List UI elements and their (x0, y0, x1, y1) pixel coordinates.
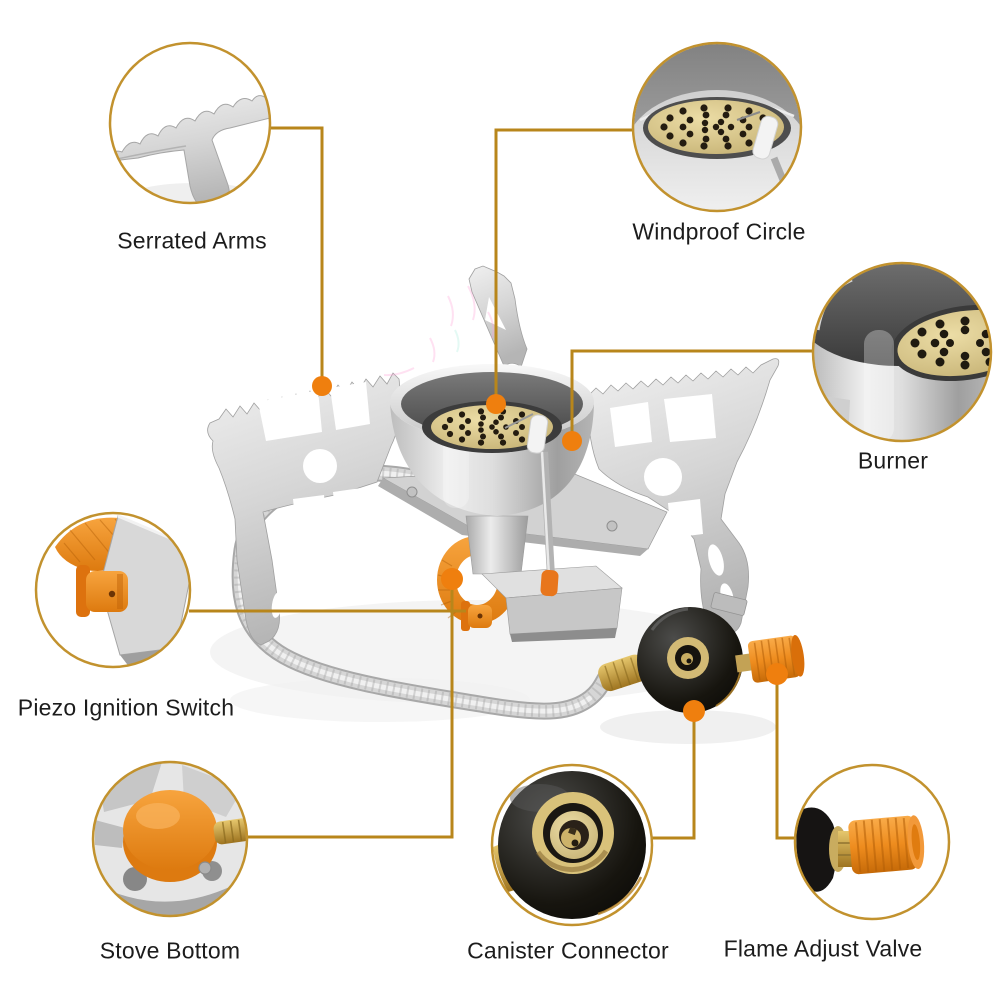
marker-canister (683, 700, 705, 722)
burner-plate-holes (441, 408, 543, 446)
watermark-artifacts (383, 285, 495, 377)
callout-ring-flame-adjust-valve (793, 763, 951, 921)
marker-burner (562, 431, 582, 451)
back-serrated-arm (468, 265, 528, 368)
callout-flame-adjust-valve (793, 763, 951, 921)
windproof-plate-holes (660, 104, 772, 150)
callout-ring-serrated-arms (108, 41, 272, 205)
callout-burner (811, 261, 993, 443)
callout-canister-connector (490, 763, 654, 927)
flame-valve-callout-knob (848, 815, 925, 875)
callout-serrated-arms (108, 41, 272, 205)
callout-piezo (34, 511, 192, 669)
piezo-button (461, 601, 492, 631)
label-stove-bottom: Stove Bottom (99, 937, 241, 964)
marker-windproof-circle (486, 394, 506, 414)
callout-ring-piezo (34, 511, 192, 669)
callout-windproof-circle (631, 41, 803, 213)
label-canister-connector: Canister Connector (467, 937, 669, 964)
marker-dots (312, 376, 788, 722)
stove-product-illustration (207, 265, 805, 720)
marker-serrated-arms (312, 376, 332, 396)
canister-valve-assembly (637, 592, 805, 713)
leader-stove-bottom (247, 588, 454, 839)
callout-ring-burner (811, 261, 993, 443)
leader-lines (189, 126, 814, 840)
leader-serrated-arms (266, 126, 324, 378)
leader-canister (651, 719, 696, 840)
marker-flame-valve (766, 663, 788, 685)
leader-windproof-circle (494, 128, 634, 396)
label-burner: Burner (857, 447, 929, 474)
stove-bottom-brass-fitting (213, 818, 246, 845)
leader-flame-valve (775, 682, 794, 840)
marker-stove-bottom (441, 568, 463, 590)
leader-burner (570, 349, 814, 434)
label-windproof-circle: Windproof Circle (632, 218, 806, 245)
center-column (465, 515, 529, 575)
callout-stove-bottom (91, 760, 249, 918)
callout-ring-windproof-circle (631, 41, 803, 213)
label-serrated-arms: Serrated Arms (117, 227, 267, 254)
callout-ring-stove-bottom (91, 760, 249, 918)
right-serrated-arm (587, 358, 780, 634)
igniter-electrode (504, 413, 559, 597)
label-flame-adjust-valve: Flame Adjust Valve (723, 935, 923, 962)
left-serrated-arm (207, 372, 401, 646)
callout-ring-canister-connector (490, 763, 654, 927)
label-piezo-ignition-switch: Piezo Ignition Switch (17, 694, 235, 721)
